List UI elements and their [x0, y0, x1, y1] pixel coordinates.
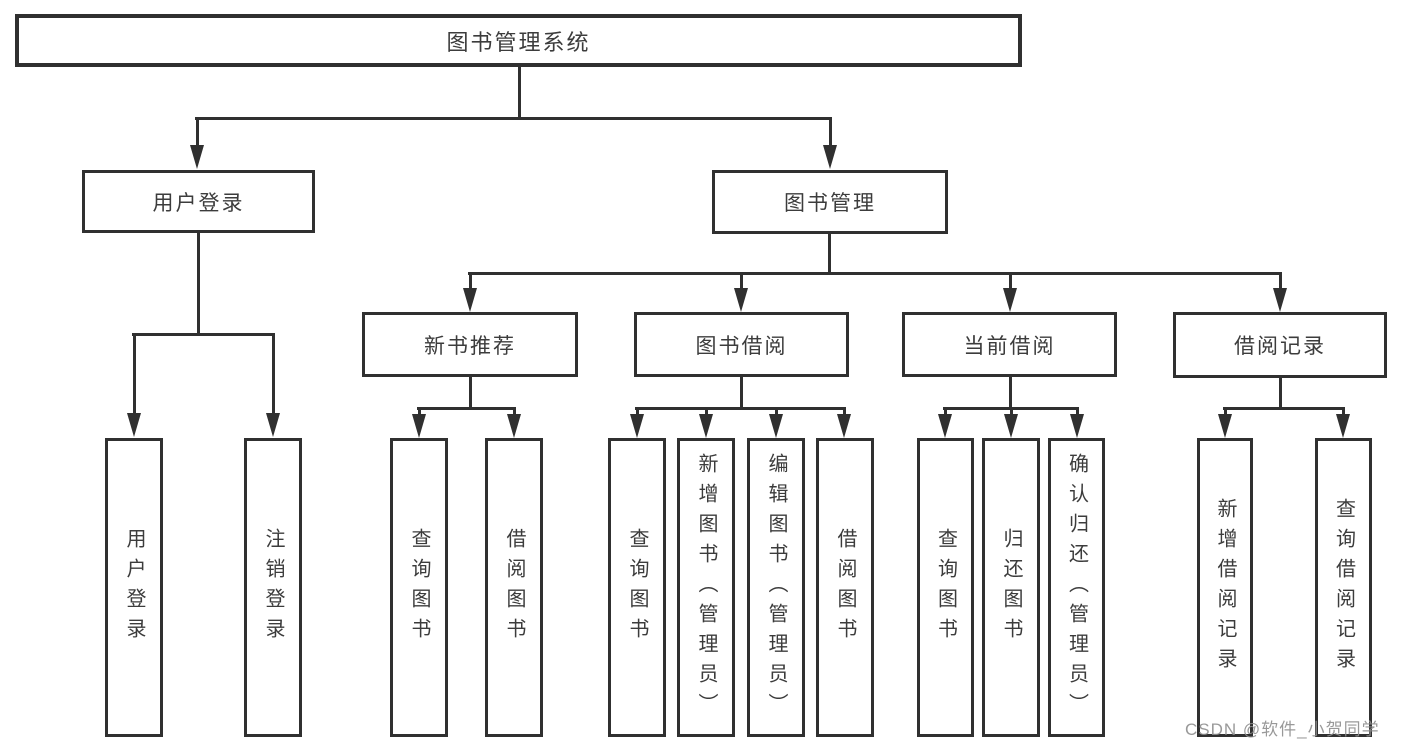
leaf-label: 归还图书 [1000, 527, 1022, 648]
arrowhead [734, 288, 748, 312]
connector-line [132, 333, 275, 336]
node-label: 借阅记录 [1234, 335, 1326, 358]
node-current-borrow: 当前借阅 [902, 312, 1117, 377]
leaf-add-borrow-record: 新增借阅记录 [1197, 438, 1253, 737]
leaf-label: 借阅图书 [503, 527, 525, 648]
arrowhead [837, 414, 851, 438]
leaf-label: 查询图书 [408, 527, 430, 648]
leaf-borrow-books-recommend: 借阅图书 [485, 438, 543, 737]
arrowhead [1070, 414, 1084, 438]
arrowhead [630, 414, 644, 438]
arrowhead [507, 414, 521, 438]
arrowhead [823, 145, 837, 169]
leaf-label: 查询图书 [934, 527, 957, 648]
connector-line [635, 407, 846, 410]
node-label: 图书借阅 [695, 334, 788, 358]
connector-line [1279, 272, 1282, 289]
connector-line [775, 407, 778, 416]
node-new-book-recommend: 新书推荐 [362, 312, 578, 377]
leaf-label: 查询借阅记录 [1332, 497, 1355, 678]
leaf-label: 查询图书 [626, 527, 648, 648]
node-book-borrow: 图书借阅 [634, 312, 849, 377]
arrowhead [412, 414, 426, 438]
leaf-user-login: 用户登录 [105, 438, 163, 737]
connector-line [1009, 377, 1012, 408]
arrowhead [127, 413, 141, 437]
leaf-borrow-books: 借阅图书 [816, 438, 874, 737]
watermark: CSDN @软件_小贺同学 [1185, 720, 1380, 739]
connector-line [513, 407, 516, 416]
leaf-add-book-admin: 新增图书（管理员） [677, 438, 735, 737]
arrowhead [190, 145, 204, 169]
connector-line [843, 407, 846, 416]
connector-line [740, 377, 743, 408]
leaf-confirm-return-admin: 确认归还（管理员） [1048, 438, 1105, 737]
connector-line [1223, 407, 1345, 410]
leaf-edit-book-admin: 编辑图书（管理员） [747, 438, 805, 737]
leaf-label: 新增借阅记录 [1214, 497, 1236, 678]
node-root: 图书管理系统 [15, 14, 1022, 67]
leaf-label: 编辑图书（管理员） [765, 452, 787, 723]
leaf-query-books-current: 查询图书 [917, 438, 974, 737]
leaf-label: 新增图书（管理员） [695, 452, 717, 723]
node-label: 图书管理 [784, 192, 876, 215]
leaf-logout: 注销登录 [244, 438, 302, 737]
connector-line [1076, 407, 1079, 416]
leaf-query-borrow-record: 查询借阅记录 [1315, 438, 1372, 737]
connector-line [1010, 407, 1013, 416]
connector-line [469, 377, 472, 408]
arrowhead [1004, 414, 1018, 438]
connector-line [1009, 272, 1012, 289]
connector-line [944, 407, 947, 416]
connector-line [417, 407, 516, 410]
node-root-label: 图书管理系统 [446, 29, 591, 55]
connector-line [418, 407, 421, 416]
arrowhead [769, 414, 783, 438]
leaf-query-books-recommend: 查询图书 [390, 438, 448, 737]
arrowhead [699, 414, 713, 438]
arrowhead [938, 414, 952, 438]
connector-line [828, 233, 831, 274]
node-borrow-records: 借阅记录 [1173, 312, 1387, 378]
arrowhead [1003, 288, 1017, 312]
connector-line [272, 333, 275, 413]
connector-line [197, 232, 200, 334]
arrowhead [266, 413, 280, 437]
leaf-label: 用户登录 [123, 527, 145, 648]
connector-line [636, 407, 639, 416]
connector-line [468, 272, 1282, 275]
node-label: 用户登录 [152, 191, 245, 215]
arrowhead [463, 288, 477, 312]
connector-line [829, 117, 832, 146]
connector-line [740, 272, 743, 289]
connector-line [195, 117, 832, 120]
connector-line [1342, 407, 1345, 416]
node-book-management: 图书管理 [712, 170, 948, 234]
connector-line [1279, 377, 1282, 408]
leaf-return-book: 归还图书 [982, 438, 1040, 737]
leaf-label: 借阅图书 [834, 527, 856, 648]
connector-line [133, 333, 136, 413]
connector-line [469, 272, 472, 289]
node-user-login: 用户登录 [82, 170, 315, 233]
leaf-query-books-borrow: 查询图书 [608, 438, 666, 737]
node-label: 当前借阅 [963, 334, 1056, 358]
arrowhead [1218, 414, 1232, 438]
leaf-label: 注销登录 [262, 527, 284, 648]
node-label: 新书推荐 [424, 334, 516, 358]
connector-line [196, 117, 199, 146]
arrowhead [1336, 414, 1350, 438]
leaf-label: 确认归还（管理员） [1065, 452, 1088, 723]
arrowhead [1273, 288, 1287, 312]
connector-line [705, 407, 708, 416]
connector-line [1224, 407, 1227, 416]
connector-line [518, 66, 521, 118]
